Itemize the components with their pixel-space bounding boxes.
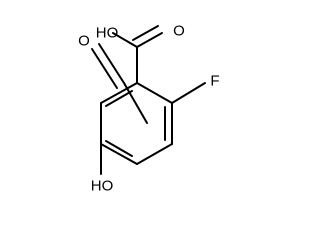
ring-bond-bottom-right-to-bottom: [136, 143, 173, 165]
ring-bond-top-left-to-top: [100, 82, 138, 104]
ring-hydroxyl-label: HO: [91, 178, 114, 195]
carboxyl-hydroxyl-label: HO: [96, 25, 119, 42]
ring-bond-top-to-top-right: [136, 82, 173, 104]
fluorine-ring-bond: [171, 82, 206, 104]
aldehyde-oxygen-label: O: [78, 33, 90, 50]
aldehyde-carbon-oxygen-double-bond-b: [91, 48, 118, 89]
ring-inner-double-bond-top-left: [105, 90, 133, 107]
carboxyl-carbon-hydroxyl-bond: [112, 32, 138, 48]
ring-bond-bottom-to-bottom-left: [100, 143, 138, 165]
aldehyde-carbon-oxygen-double-bond-a: [98, 43, 125, 84]
carboxyl-carbon-oxygen-double-bond-a: [136, 32, 163, 48]
fluorine-label: F: [210, 73, 219, 90]
aldehyde-carbon-ring-bond: [123, 82, 148, 124]
carboxyl-oxygen-label: O: [173, 23, 185, 40]
ring-inner-double-bond-bottom-left: [105, 140, 133, 157]
carboxyl-carbon-oxygen-double-bond-b: [132, 25, 159, 41]
chemical-structure-diagram: O HO O F HO: [78, 23, 219, 195]
